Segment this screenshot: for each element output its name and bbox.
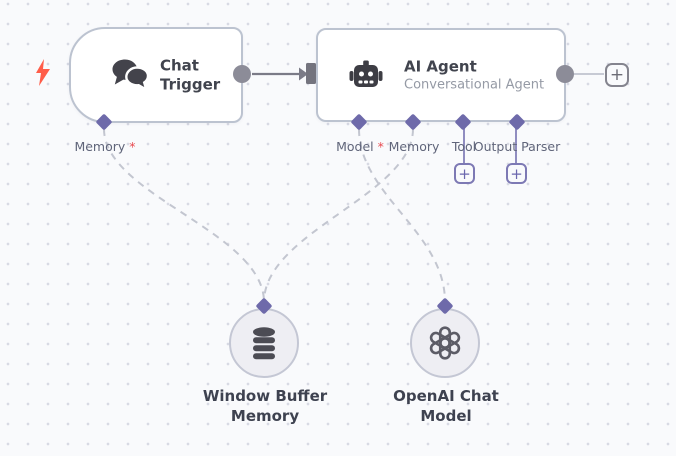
port-label-text: Memory [388, 139, 440, 154]
node-chat-trigger[interactable]: Chat Trigger [69, 27, 243, 123]
port-label-text: Tool [451, 139, 477, 154]
port-label-text: Output Parser [473, 139, 561, 154]
port-label-memory: Memory [389, 139, 440, 154]
add-output-parser-button[interactable]: + [506, 163, 527, 184]
port-label-output-parser: Output Parser [474, 139, 561, 154]
connection-model-to-ai-agent[interactable] [358, 128, 446, 303]
port-label-text: Model [336, 139, 374, 154]
node-window-buffer-memory[interactable] [229, 308, 299, 378]
openai-logo-icon [429, 326, 461, 360]
lightning-bolt-icon [36, 59, 50, 86]
chat-bubbles-icon [112, 59, 150, 93]
node-openai-chat-model[interactable] [410, 308, 480, 378]
ai-agent-output-endpoint[interactable] [556, 65, 574, 83]
database-icon [253, 327, 275, 360]
node-title-window-buffer-memory: Window Buffer Memory [202, 387, 328, 426]
node-title-chat-trigger: Chat Trigger [160, 56, 221, 93]
add-tool-button[interactable]: + [454, 163, 475, 184]
port-label-model: Model * [336, 139, 384, 154]
port-label-chat-trigger-memory: Memory * [74, 139, 135, 154]
add-next-node-button[interactable]: + [605, 63, 629, 87]
plus-icon: + [458, 164, 471, 183]
plus-icon: + [609, 65, 625, 85]
required-marker: * [129, 139, 136, 154]
plus-icon: + [510, 164, 523, 183]
node-ai-agent[interactable]: AI Agent Conversational Agent [316, 28, 566, 122]
robot-icon [349, 60, 383, 87]
node-title-openai-chat-model: OpenAI Chat Model [393, 387, 499, 426]
ai-agent-input-endpoint[interactable] [306, 63, 316, 84]
connection-chat-trigger-to-ai-agent[interactable] [252, 67, 308, 81]
port-label-text: Memory [74, 139, 126, 154]
connection-memory-to-ai-agent[interactable] [263, 128, 414, 303]
connection-memory-to-chat-trigger[interactable] [103, 128, 265, 303]
node-title-ai-agent: AI Agent [404, 57, 477, 76]
port-label-tool: Tool [452, 139, 476, 154]
chat-trigger-output-endpoint[interactable] [233, 65, 251, 83]
required-marker: * [377, 139, 384, 154]
node-subtitle-ai-agent: Conversational Agent [404, 77, 545, 93]
